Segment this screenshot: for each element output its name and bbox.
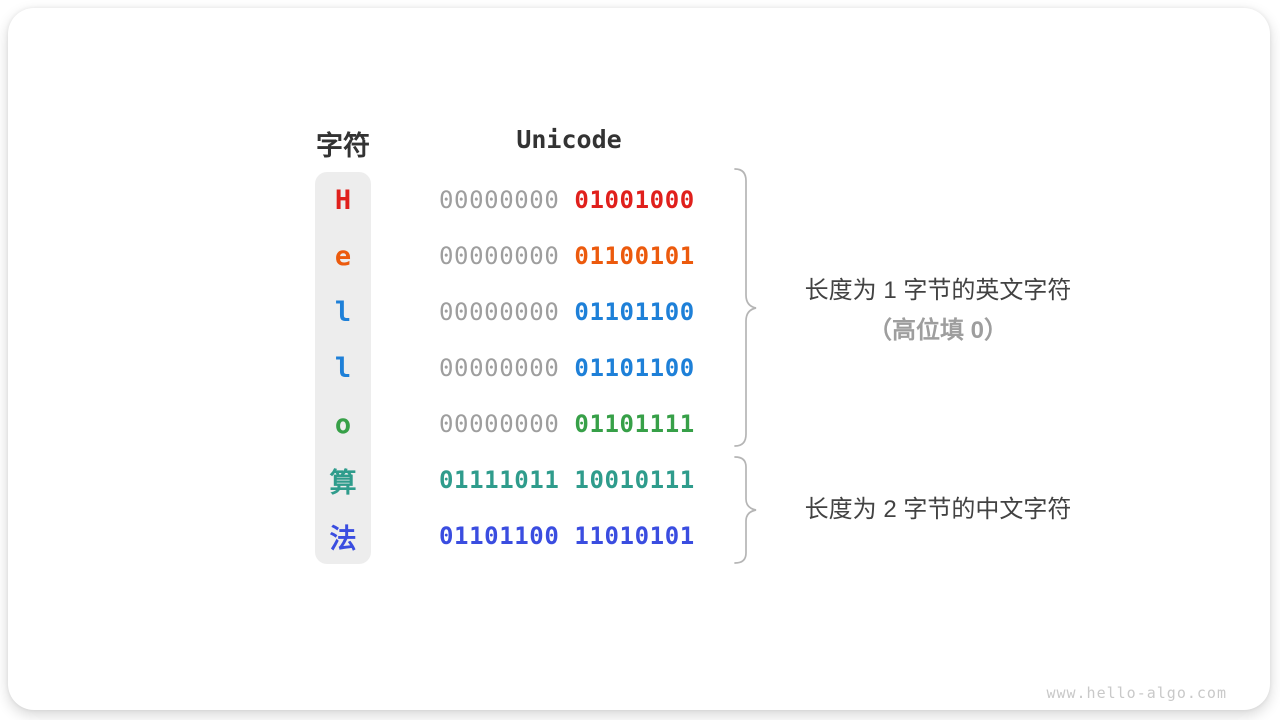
character-cell-e: e — [334, 240, 352, 272]
character-cell-fa: 法 — [329, 523, 357, 555]
annotation-chinese-bytes: 长度为 2 字节的中文字符 — [763, 495, 1113, 525]
binary-row-suan: 01111011 10010111 — [439, 452, 695, 508]
low-byte: 10010111 — [574, 466, 695, 494]
annotation-english-line2: （高位填 0） — [867, 317, 1008, 344]
brace-chinese-group-icon — [734, 456, 757, 564]
high-byte: 01101100 — [439, 522, 560, 550]
high-byte: 00000000 — [439, 354, 560, 382]
binary-row-e: 00000000 01100101 — [439, 228, 695, 284]
watermark-url: www.hello-algo.com — [1046, 684, 1227, 702]
character-cell-l1: l — [334, 296, 352, 328]
column-header-unicode: Unicode — [516, 125, 622, 154]
low-byte: 01101111 — [574, 410, 695, 438]
binary-row-l1: 00000000 01101100 — [439, 284, 695, 340]
column-header-character: 字符 — [316, 131, 370, 161]
high-byte: 00000000 — [439, 410, 560, 438]
figure-card: 字符 Unicode H e l l o 算 法 00000000 010010… — [8, 8, 1270, 710]
high-byte: 01111011 — [439, 466, 560, 494]
low-byte: 01101100 — [574, 354, 695, 382]
binary-row-h: 00000000 01001000 — [439, 172, 695, 228]
character-cell-h: H — [334, 184, 352, 216]
unicode-binary-column: 00000000 01001000 00000000 01100101 0000… — [439, 172, 695, 564]
brace-english-group-icon — [734, 168, 757, 447]
character-cell-l2: l — [334, 352, 352, 384]
character-cell-o: o — [334, 408, 352, 440]
high-byte: 00000000 — [439, 298, 560, 326]
low-byte: 01001000 — [574, 186, 695, 214]
annotation-chinese-line1: 长度为 2 字节的中文字符 — [804, 496, 1072, 523]
binary-row-l2: 00000000 01101100 — [439, 340, 695, 396]
low-byte: 01101100 — [574, 298, 695, 326]
high-byte: 00000000 — [439, 186, 560, 214]
binary-row-fa: 01101100 11010101 — [439, 508, 695, 564]
character-cell-suan: 算 — [329, 467, 357, 499]
high-byte: 00000000 — [439, 242, 560, 270]
annotation-english-line1: 长度为 1 字节的英文字符 — [804, 277, 1072, 304]
low-byte: 11010101 — [574, 522, 695, 550]
low-byte: 01100101 — [574, 242, 695, 270]
character-column: H e l l o 算 法 — [315, 172, 371, 564]
binary-row-o: 00000000 01101111 — [439, 396, 695, 452]
annotation-english-bytes: 长度为 1 字节的英文字符 （高位填 0） — [763, 276, 1113, 346]
